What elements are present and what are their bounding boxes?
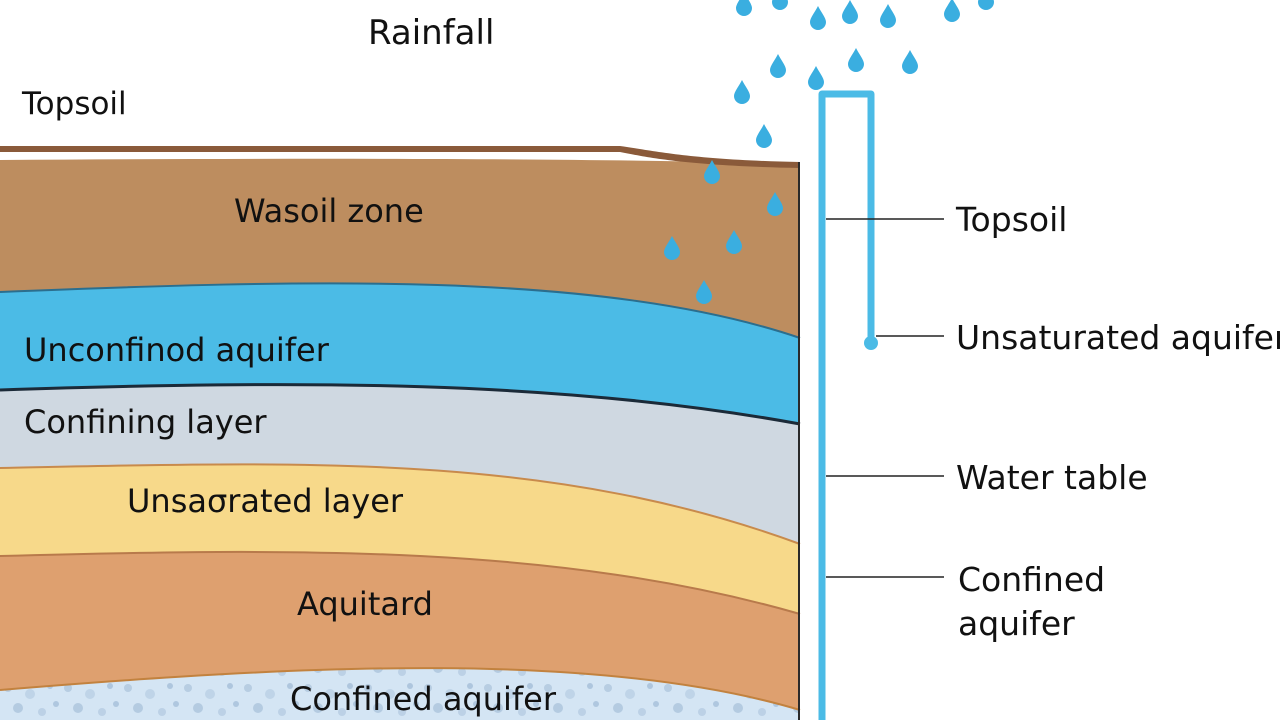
raindrop-icon [770,54,786,78]
raindrop-icon [696,280,712,304]
topsoil-crust [0,146,800,168]
boundary-line [0,550,801,615]
callout-leaders [826,218,944,578]
layer-label-wasoil-zone: Wasoil zone [234,192,424,230]
raindrop-icon [848,48,864,72]
raindrop-icon [842,0,858,24]
boundary-line [0,383,801,426]
callout-label-water-table: Water table [956,458,1148,497]
raindrop-icon [808,66,824,90]
layer-confined-aquifer-fill [0,668,800,720]
callout-label-unsaturated-aquifer: Unsaturated aquifer [956,318,1280,357]
layer-label-confining-layer: Confining layer [24,403,267,441]
raindrop-icon [756,124,772,148]
layer-wasoil-zone-fill [0,158,800,338]
raindrops [664,0,994,304]
layer-unsaturated-fill [0,464,800,614]
raindrop-icon [810,6,826,30]
layer-label-unconfined-aquifer: Unconfinod aquifer [24,331,329,369]
layer-label-confined-aquifer: Confined aquifer [290,680,557,718]
raindrop-icon [734,80,750,104]
well-intake-dot [864,336,878,350]
boundary-line [0,282,801,339]
boundary-line [0,463,801,545]
layer-label-unsaturated-layer: Unsaσrated layer [127,482,404,520]
raindrop-icon [704,160,720,184]
well-pipe [818,90,875,720]
layer-label-aquitard: Aquitard [297,585,433,623]
callout-label-topsoil: Topsoil [956,200,1068,239]
raindrop-icon [902,50,918,74]
raindrop-icon [767,192,783,216]
raindrop-icon [944,0,960,22]
boundary-line [0,667,801,711]
raindrop-icon [978,0,994,10]
layer-unconfined-aquifer-fill [0,283,800,424]
raindrop-icon [736,0,752,16]
callout-label-confined-aquifer: Confined aquifer [958,560,1106,643]
diagram-title: Rainfall [368,13,495,53]
raindrop-icon [880,4,896,28]
layer-confining-fill [0,384,800,544]
raindrop-icon [772,0,788,10]
raindrop-icon [726,230,742,254]
layer-aquitard-fill [0,551,800,710]
surface-label-topsoil: Topsoil [22,86,127,122]
raindrop-icon [664,236,680,260]
